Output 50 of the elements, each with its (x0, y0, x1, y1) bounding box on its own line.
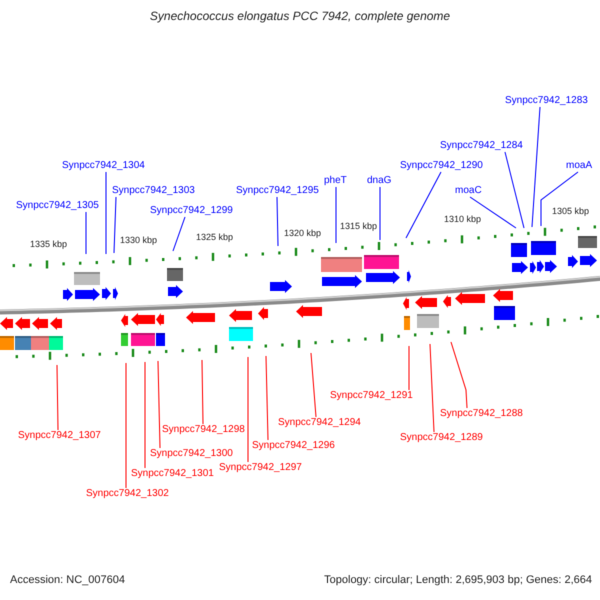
leader-line (470, 196, 516, 228)
title: Synechococcus elongatus PCC 7942, complete genome (148, 9, 452, 23)
gene-label: dnaG (367, 175, 392, 187)
gene-label: Synpcc7942_1289 (400, 432, 483, 444)
leader-line (540, 172, 578, 226)
gene-label: Synpcc7942_1298 (162, 424, 245, 436)
scale-label: 1310 kbp (444, 214, 482, 224)
gene-label: Synpcc7942_1290 (400, 160, 483, 172)
gene-label: Synpcc7942_1295 (236, 185, 319, 197)
gene-label: Synpcc7942_1294 (278, 417, 361, 429)
leader-line (450, 342, 468, 408)
leader-line (202, 360, 204, 424)
gene-label: pheT (324, 175, 347, 187)
gene-label: Synpcc7942_1288 (440, 408, 523, 420)
gene-label: Synpcc7942_1301 (131, 468, 214, 480)
leader-line (430, 344, 434, 432)
gene-label: Synpcc7942_1304 (62, 160, 145, 172)
gene-label: Synpcc7942_1284 (440, 140, 523, 152)
gene-label: Synpcc7942_1305 (16, 200, 99, 212)
scale-label: 1315 kbp (340, 221, 378, 231)
accession-text: Accession: NC_007604 (10, 574, 125, 586)
scale-label: 1320 kbp (284, 228, 322, 238)
scale-label: 1325 kbp (196, 232, 234, 242)
scale-label: 1335 kbp (30, 239, 68, 249)
leader-line (532, 106, 540, 228)
leader-line (310, 352, 316, 418)
leader-line (172, 216, 186, 252)
leader-line (114, 196, 116, 254)
leader-line (408, 346, 410, 390)
leader-line (158, 360, 160, 448)
gene-label: Synpcc7942_1307 (18, 430, 101, 442)
scale-label: 1305 kbp (552, 206, 590, 216)
gene-label: Synpcc7942_1283 (505, 95, 588, 107)
leader-line (406, 172, 442, 238)
genome-info-text: Topology: circular; Length: 2,695,903 bp; Genes: 2,664 (324, 574, 592, 586)
leader-line (276, 196, 278, 246)
gene-label: Synpcc7942_1299 (150, 205, 233, 217)
gene-label: moaC (455, 185, 482, 197)
leader-line (56, 364, 58, 430)
scale-label: 1330 kbp (120, 235, 158, 245)
gene-label: moaA (566, 160, 592, 172)
gene-label: Synpcc7942_1302 (86, 488, 169, 500)
leader-line (266, 356, 268, 440)
gene-label: Synpcc7942_1291 (330, 390, 413, 402)
gene-label: Synpcc7942_1300 (150, 448, 233, 460)
leader-line (144, 362, 146, 468)
leader-line (504, 152, 524, 228)
gene-label: Synpcc7942_1297 (219, 462, 302, 474)
gene-label: Synpcc7942_1296 (252, 440, 335, 452)
gene-label: Synpcc7942_1303 (112, 185, 195, 197)
